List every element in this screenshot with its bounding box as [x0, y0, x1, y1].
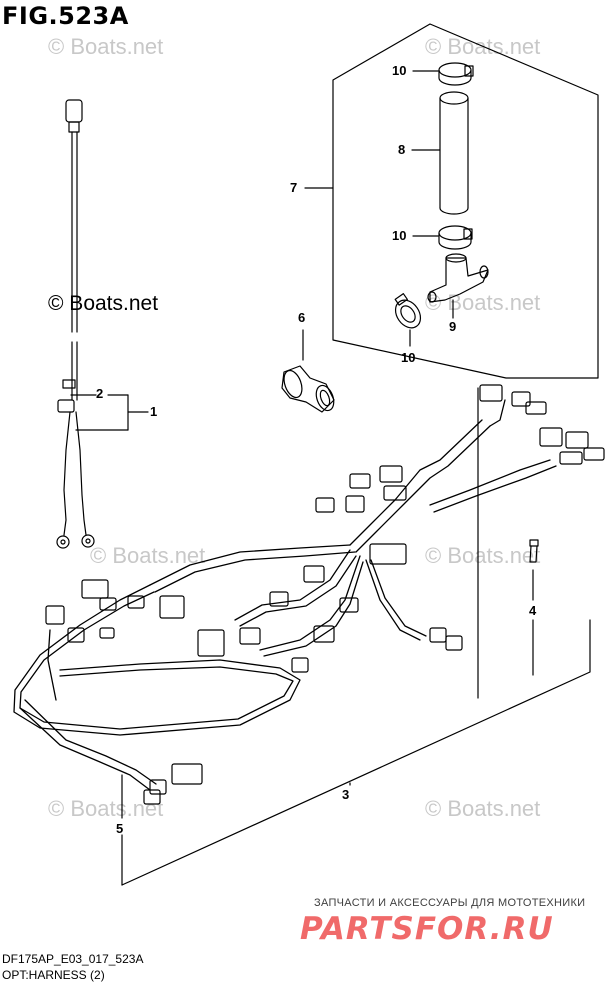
figure-title: FIG.523A: [2, 2, 129, 30]
t-joint-icon: [427, 253, 489, 303]
hose-clamp-icon: [438, 225, 473, 250]
callout-label: 7: [290, 180, 298, 195]
watermark: © Boats.net: [425, 796, 541, 821]
callout-label: 10: [392, 63, 407, 78]
harness-bracket: [121, 619, 591, 886]
callout-label: 5: [116, 821, 124, 836]
hose-clamp-icon: [394, 293, 422, 329]
watermark: © Boats.net: [425, 543, 541, 568]
watermark: © Boats.net: [90, 543, 206, 568]
grommet-icon: [281, 365, 335, 413]
diagram-code: DF175AP_E03_017_523A: [2, 952, 144, 966]
hose-icon: [439, 91, 469, 215]
wire-harness-icon: [13, 399, 557, 791]
battery-cable-icon: [56, 99, 95, 549]
watermark: © Boats.net: [48, 34, 164, 59]
hose-clamp-icon: [438, 62, 474, 86]
callout-label: 3: [342, 787, 350, 802]
bolt-icon: [529, 539, 539, 563]
callout-label: 10: [401, 350, 416, 365]
ad-brand: PARTSFOR.RU: [300, 911, 554, 947]
callout-label: 1: [150, 404, 158, 419]
callout-label: 9: [449, 319, 457, 334]
callout-label: 4: [529, 603, 537, 618]
ad-tagline: ЗАПЧАСТИ И АКСЕССУАРЫ ДЛЯ МОТОТЕХНИКИ: [314, 897, 586, 909]
callout-label: 2: [96, 386, 104, 401]
watermark-dark: © Boats.net: [48, 292, 159, 315]
callout-label: 10: [392, 228, 407, 243]
connector-icon: [45, 384, 605, 805]
callout-label: 8: [398, 142, 406, 157]
watermark: © Boats.net: [425, 290, 541, 315]
callout-label: 6: [298, 310, 306, 325]
kit-outline: [332, 23, 599, 379]
diagram-name: OPT:HARNESS (2): [2, 968, 105, 982]
